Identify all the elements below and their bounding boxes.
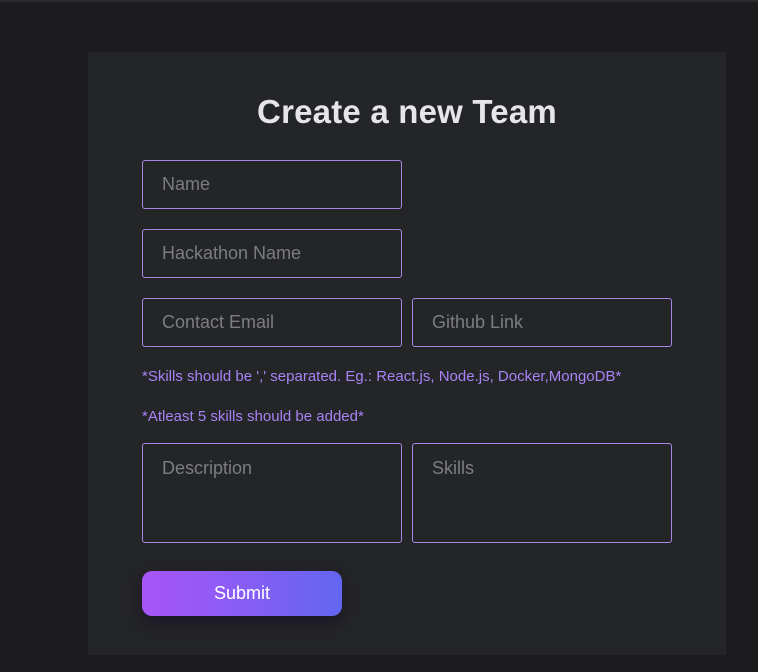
description-textarea[interactable] bbox=[142, 443, 402, 543]
skills-format-hint: *Skills should be ',' separated. Eg.: Re… bbox=[142, 368, 622, 385]
skills-textarea[interactable] bbox=[412, 443, 672, 543]
github-link-input[interactable] bbox=[412, 298, 672, 347]
top-border bbox=[0, 0, 758, 2]
submit-button[interactable]: Submit bbox=[142, 571, 342, 616]
contact-email-input[interactable] bbox=[142, 298, 402, 347]
hackathon-name-input[interactable] bbox=[142, 229, 402, 278]
skills-minimum-hint: *Atleast 5 skills should be added* bbox=[142, 408, 364, 425]
name-input[interactable] bbox=[142, 160, 402, 209]
page-title: Create a new Team bbox=[257, 93, 557, 130]
create-team-card: Create a new Team *Skills should be ',' … bbox=[88, 52, 726, 655]
